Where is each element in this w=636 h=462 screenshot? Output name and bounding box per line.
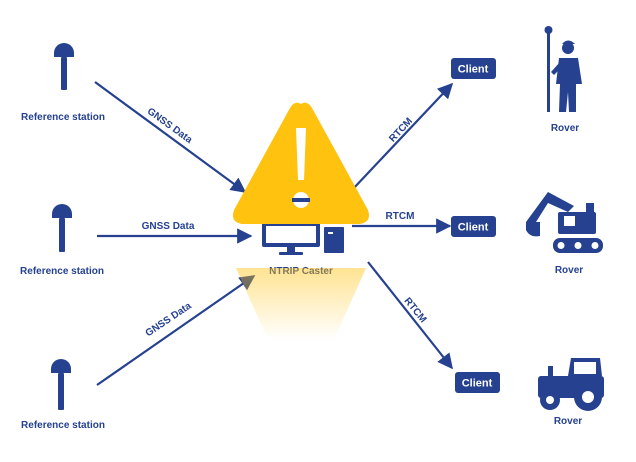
rtcm-link-1: RTCM (351, 82, 454, 191)
rover-label: Rover (551, 123, 579, 134)
rover-2: Rover (526, 192, 603, 276)
warning-reflection (236, 268, 366, 340)
excavator-icon (526, 192, 603, 253)
gnss-antenna-icon (54, 43, 74, 90)
computer-monitor-icon (262, 222, 344, 255)
reference-station-1: Reference station (21, 43, 105, 123)
rtcm-link-2: RTCM (352, 211, 452, 234)
gnss-antenna-icon (52, 204, 72, 252)
rover-label: Rover (554, 416, 582, 427)
rtcm-label: RTCM (386, 211, 415, 222)
reference-station-3: Reference station (21, 359, 105, 431)
rover-1: Rover (544, 26, 582, 134)
gnss-link-3: GNSS Data (96, 275, 256, 386)
arrow-line (94, 81, 247, 193)
client-label: Client (458, 222, 489, 234)
arrow-line (367, 261, 453, 370)
arrow-line (351, 82, 454, 191)
rover-3: Rover (538, 358, 604, 427)
rtcm-link-3: RTCM (367, 261, 453, 370)
station-label: Reference station (21, 112, 105, 123)
client-badge-3: Client (455, 372, 500, 393)
client-label: Client (458, 64, 489, 76)
gnss-link-1: GNSS Data (94, 81, 247, 193)
gnss-antenna-icon (51, 359, 71, 410)
surveyor-icon (544, 26, 582, 112)
station-label: Reference station (20, 266, 104, 277)
client-badge-1: Client (451, 58, 496, 79)
rtcm-label: RTCM (387, 116, 415, 145)
warning-triangle-icon (233, 102, 369, 224)
client-label: Client (462, 378, 493, 390)
tractor-icon (538, 358, 604, 411)
client-badge-2: Client (451, 216, 496, 237)
reference-station-2: Reference station (20, 204, 104, 277)
station-label: Reference station (21, 420, 105, 431)
arrow-line (96, 275, 256, 386)
gnss-data-label: GNSS Data (145, 106, 195, 146)
gnss-link-2: GNSS Data (97, 221, 253, 244)
gnss-data-label: GNSS Data (144, 300, 194, 339)
rover-label: Rover (555, 265, 583, 276)
gnss-data-label: GNSS Data (142, 221, 195, 232)
